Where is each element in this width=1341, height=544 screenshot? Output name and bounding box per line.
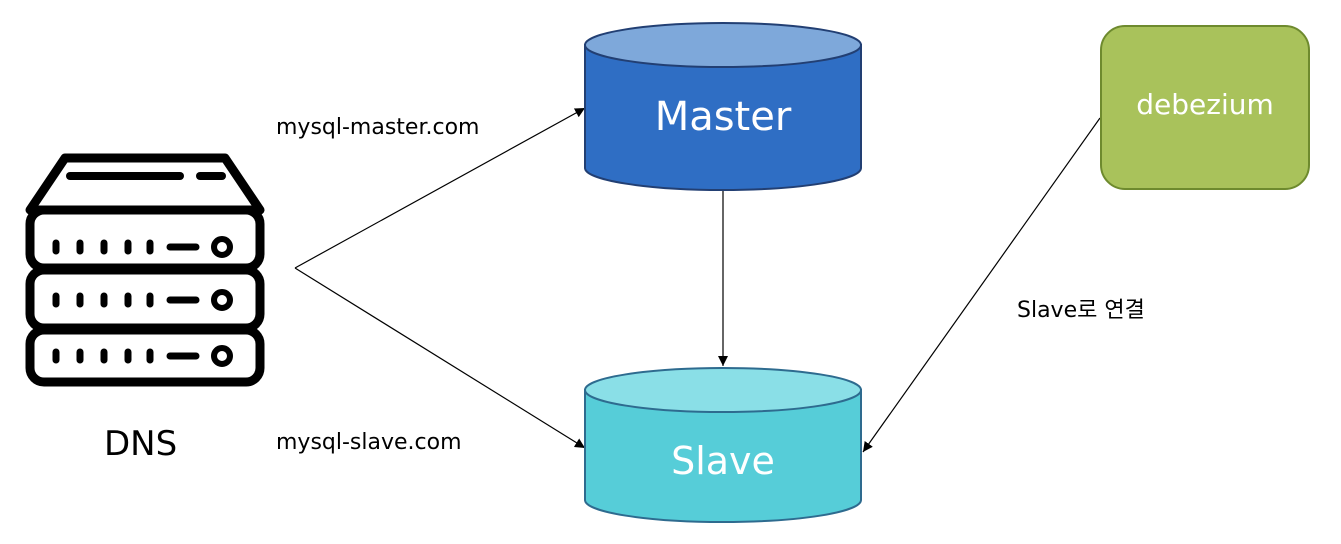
edge-label-dns-to-slave: mysql-slave.com: [276, 430, 462, 455]
debezium-label: debezium: [1136, 88, 1274, 121]
master-database-node[interactable]: [584, 22, 862, 191]
edge-dns-to-master: [294, 107, 586, 269]
dns-label: DNS: [104, 424, 178, 464]
slave-database-node[interactable]: [584, 367, 862, 523]
debezium-node[interactable]: [1100, 25, 1310, 190]
edge-label-dns-to-master: mysql-master.com: [276, 115, 480, 140]
edge-label-debezium-to-slave: Slave로 연결: [1017, 298, 1145, 323]
edge-dns-to-slave: [294, 267, 586, 449]
slave-label: Slave: [671, 439, 775, 483]
master-label: Master: [654, 94, 792, 140]
edge-debezium-to-slave: [862, 117, 1101, 453]
server-stack-icon: [25, 153, 265, 387]
